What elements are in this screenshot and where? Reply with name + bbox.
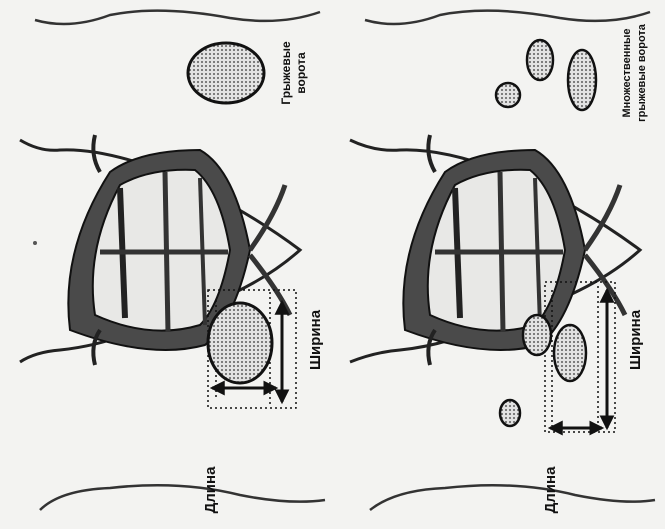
hernia-defect-lower bbox=[554, 325, 586, 381]
legend-multiple-gates-line1: Множественные bbox=[621, 28, 633, 117]
legend-multiple-gates-line2: грыжевые ворота bbox=[636, 23, 648, 122]
legend-hernia-gate-icon bbox=[188, 43, 264, 103]
hernia-defect-small bbox=[500, 400, 520, 426]
length-label-bottom: Длина bbox=[542, 466, 559, 513]
legend-hernia-gate-line1: Грыжевые bbox=[279, 41, 293, 105]
legend-multiple-gates-icon bbox=[496, 40, 596, 110]
width-label-bottom: Ширина bbox=[627, 309, 644, 370]
width-label-top: Ширина bbox=[307, 309, 324, 370]
hernia-defect-upper bbox=[523, 315, 551, 355]
length-label-top: Длина bbox=[202, 466, 219, 513]
hernia-defect-top bbox=[208, 303, 272, 383]
legend-hernia-gate-line2: ворота bbox=[294, 52, 308, 94]
